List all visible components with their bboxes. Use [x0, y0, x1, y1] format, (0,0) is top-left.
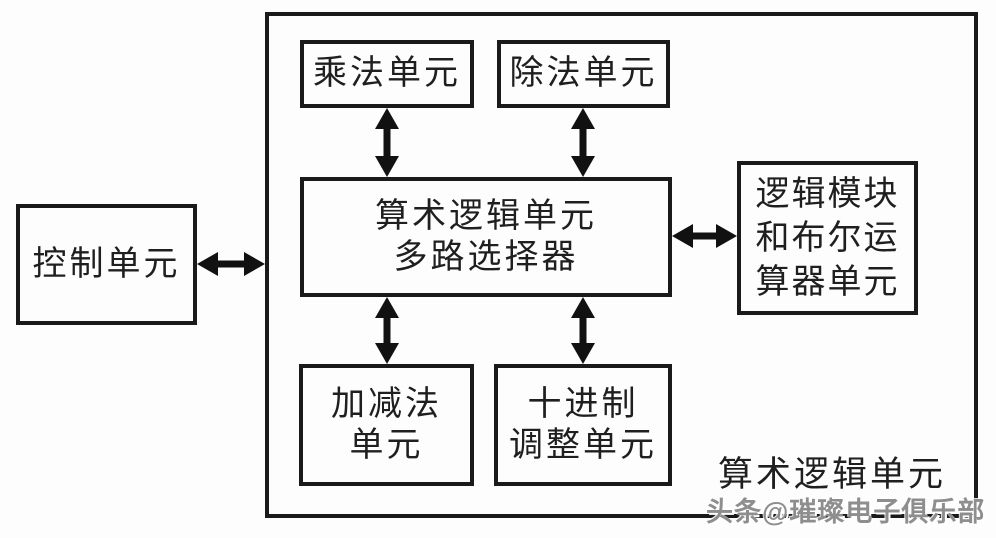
double-arrow-vertical-icon	[571, 108, 595, 177]
decimal-adjust-unit-box: 十进制 调整单元	[494, 364, 672, 486]
watermark-text: 头条@璀璨电子俱乐部	[706, 497, 986, 527]
logic-boolean-unit-label: 逻辑模块 和布尔运 算器单元	[755, 173, 900, 303]
arrow-mux-decimal	[568, 297, 598, 364]
mux-label: 算术逻辑单元 多路选择器	[375, 195, 597, 277]
double-arrow-horizontal-icon	[672, 224, 737, 248]
alu-container-label: 算术逻辑单元	[718, 455, 947, 495]
divide-unit-label: 除法单元	[509, 53, 658, 94]
arrow-control-container	[197, 249, 265, 279]
double-arrow-vertical-icon	[375, 297, 399, 364]
add-sub-unit-box: 加减法 单元	[299, 364, 474, 486]
add-sub-unit-label: 加减法 单元	[331, 383, 442, 465]
multiply-unit-box: 乘法单元	[300, 40, 474, 108]
arrow-divide-mux	[568, 108, 598, 177]
logic-boolean-unit-box: 逻辑模块 和布尔运 算器单元	[737, 161, 918, 315]
control-unit-box: 控制单元	[16, 204, 197, 325]
mux-box: 算术逻辑单元 多路选择器	[300, 177, 672, 297]
arrow-multiply-mux	[372, 108, 402, 177]
alu-container-box	[265, 12, 978, 518]
decimal-adjust-unit-label: 十进制 调整单元	[509, 383, 657, 465]
multiply-unit-label: 乘法单元	[313, 53, 461, 94]
double-arrow-horizontal-icon	[197, 252, 265, 276]
double-arrow-vertical-icon	[571, 297, 595, 364]
arrow-mux-addsub	[372, 297, 402, 364]
control-unit-label: 控制单元	[32, 243, 181, 284]
arrow-mux-logic	[672, 221, 737, 251]
double-arrow-vertical-icon	[375, 108, 399, 177]
divide-unit-box: 除法单元	[497, 40, 670, 108]
